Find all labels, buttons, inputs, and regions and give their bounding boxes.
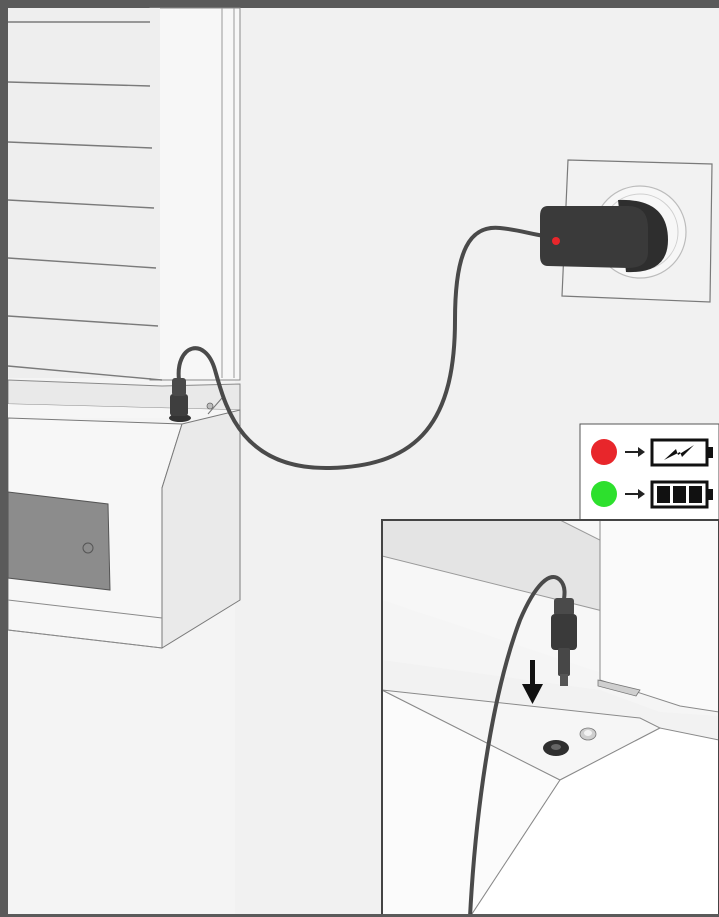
battery-full-icon [652, 482, 713, 507]
detail-inset [382, 520, 719, 917]
charging-port [543, 740, 569, 756]
battery-cover-plate [8, 492, 110, 590]
led-legend [580, 424, 719, 520]
legend-green-led-icon [591, 481, 617, 507]
legend-red-led-icon [591, 439, 617, 465]
roller-shutter [8, 8, 162, 380]
charger-led-icon [552, 237, 560, 245]
top-frame-bar [0, 0, 719, 8]
battery-charging-icon [652, 440, 713, 465]
left-frame-edge [0, 0, 8, 917]
window-frame [150, 8, 240, 380]
indicator-led [580, 728, 596, 740]
charger [540, 200, 668, 272]
